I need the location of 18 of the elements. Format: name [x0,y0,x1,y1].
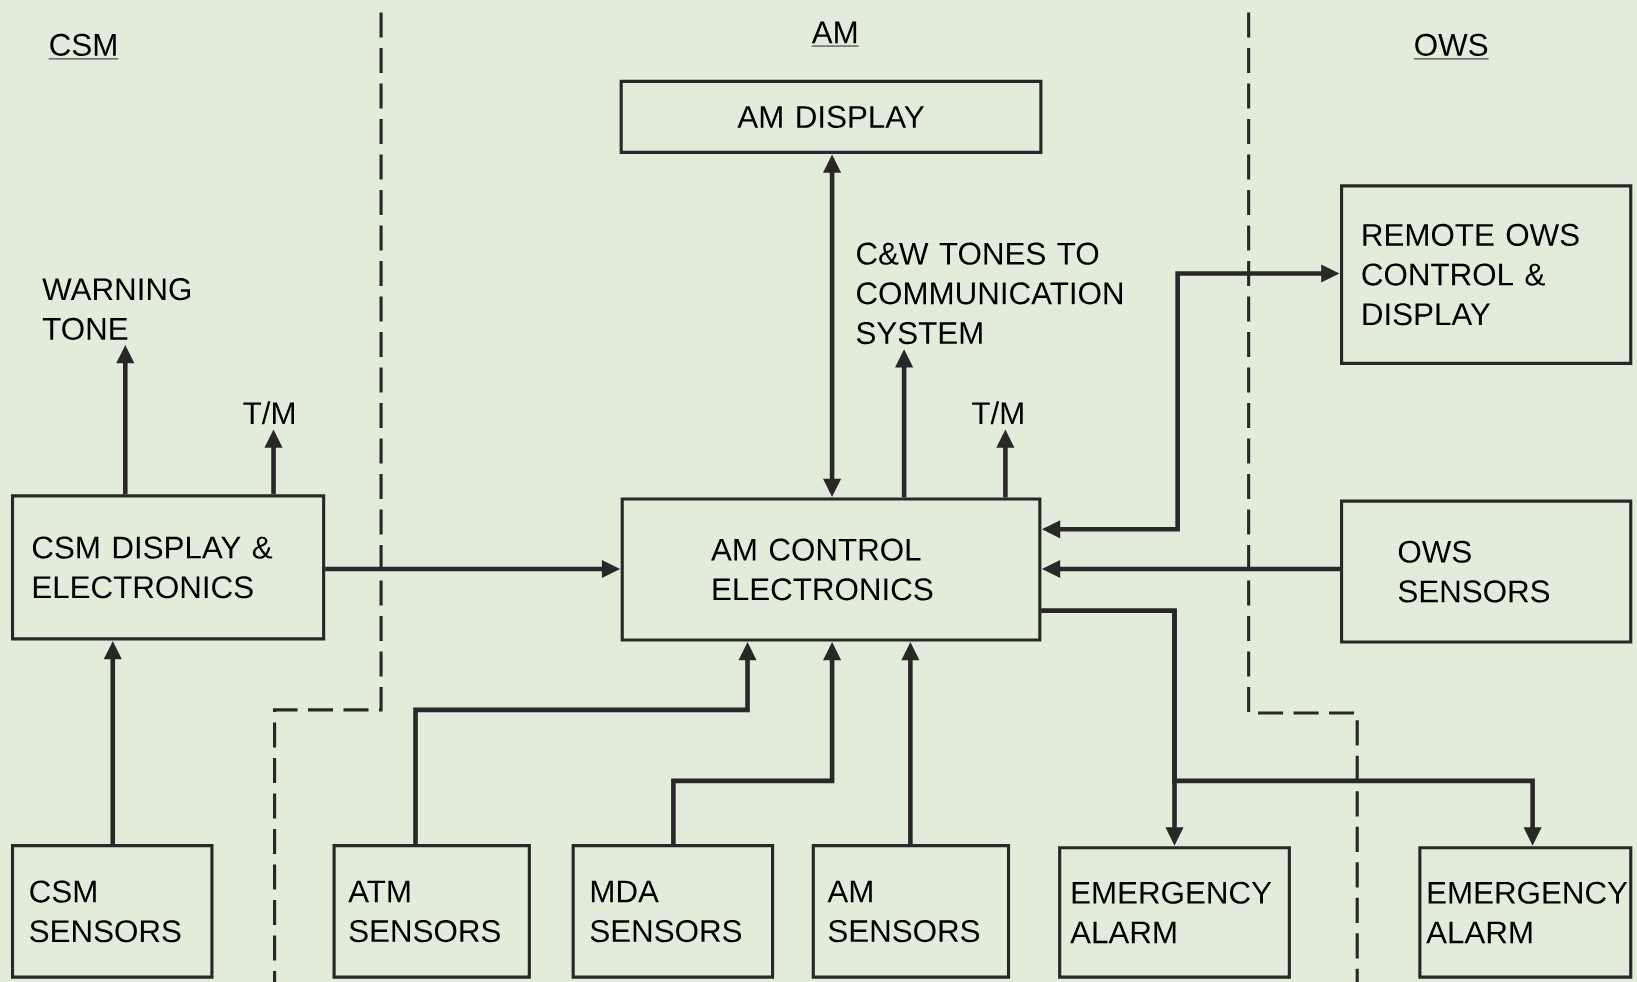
signal-label: C&W TONES TO COMMUNICATION SYSTEM [856,242,1122,344]
section-heading: CSM [48,33,119,60]
block-box: EMERGENCY ALARM [1418,845,1633,979]
block-box: MDA SENSORS [571,843,775,979]
block-box: CSM DISPLAY & ELECTRONICS [10,494,326,641]
section-heading: AM [811,21,860,47]
block-box: AM DISPLAY [619,79,1043,154]
signal-label: WARNING TONE [42,277,191,340]
block-box: ATM SENSORS [332,843,531,979]
signal-label: T/M [243,401,294,425]
block-box: REMOTE OWS CONTROL & DISPLAY [1340,184,1633,365]
block-box: OWS SENSORS [1340,499,1633,644]
block-box: AM SENSORS [811,843,1011,979]
signal-label: T/M [972,401,1023,425]
block-box: EMERGENCY ALARM [1058,845,1291,979]
section-heading: OWS [1413,33,1489,60]
block-box: AM CONTROL ELECTRONICS [620,497,1042,642]
block-box: CSM SENSORS [10,843,214,979]
